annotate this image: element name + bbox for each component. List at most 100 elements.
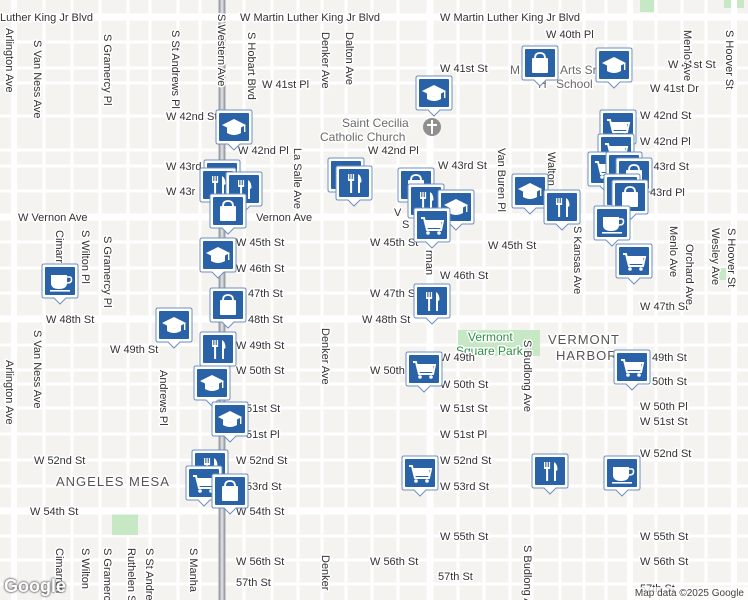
street-label: S Gramercy Pl bbox=[101, 34, 113, 106]
street-label: S Wilton bbox=[79, 548, 91, 589]
marker-pin bbox=[335, 165, 373, 207]
street-label: Vernon Ave bbox=[256, 212, 312, 224]
park-area bbox=[112, 513, 138, 535]
street-label: S Manha bbox=[187, 548, 199, 593]
street-label: W 40th Pl bbox=[546, 29, 594, 41]
cafe-marker[interactable] bbox=[603, 455, 641, 497]
restaurant-marker[interactable] bbox=[413, 283, 451, 325]
shopping-marker[interactable] bbox=[209, 193, 247, 235]
school-marker[interactable] bbox=[199, 237, 237, 279]
street-label: 53rd St bbox=[246, 481, 281, 493]
street-label: W 48th St bbox=[362, 314, 410, 326]
school-marker[interactable] bbox=[595, 47, 633, 89]
street-label: W 42nd Pl bbox=[368, 145, 419, 157]
poi-label-catholic-church[interactable]: Catholic Church bbox=[319, 129, 407, 146]
school-marker[interactable] bbox=[415, 75, 453, 117]
street-label: W 55th St bbox=[440, 531, 488, 543]
poi-label-arts-school[interactable]: Arts Sr bbox=[559, 62, 599, 79]
street-label: 51st St bbox=[246, 403, 280, 415]
street-label: W 45th St bbox=[488, 240, 536, 252]
area-label-angeles-mesa: ANGELES MESA bbox=[56, 474, 170, 489]
street-label: Andrews Pl bbox=[157, 370, 169, 426]
street-label: S Kansas Ave bbox=[571, 226, 583, 294]
poi-label-school[interactable]: School bbox=[555, 76, 595, 93]
street-label: W 47th St bbox=[640, 301, 688, 313]
shopping-marker[interactable] bbox=[209, 287, 247, 329]
street-label: W 48th St bbox=[46, 314, 94, 326]
restaurant-marker[interactable] bbox=[531, 453, 569, 495]
school-marker[interactable] bbox=[155, 307, 193, 349]
street-label: La Salle Ave bbox=[291, 148, 303, 209]
street-label: S Wilton Pl bbox=[79, 230, 91, 284]
street-label: Ruthelen St bbox=[125, 548, 137, 600]
saint-cecilia-church-pin[interactable] bbox=[423, 118, 441, 136]
street-label: Arlington Ave bbox=[3, 28, 15, 93]
street-label: S Budlong Ave bbox=[521, 545, 533, 600]
street-label: Orchard Ave bbox=[683, 244, 695, 305]
grocery-marker[interactable] bbox=[401, 455, 439, 497]
street-label: 57th St bbox=[438, 571, 473, 583]
restaurant-marker[interactable] bbox=[543, 189, 581, 231]
restaurant-marker[interactable] bbox=[335, 165, 373, 207]
street-label: Menlo Ave bbox=[681, 30, 693, 81]
street-label: W 52nd St bbox=[640, 448, 691, 460]
school-marker[interactable] bbox=[215, 109, 253, 151]
street-label: W 53rd St bbox=[440, 481, 489, 493]
street-label: 57th St bbox=[236, 577, 271, 589]
street-label: W Vernon Ave bbox=[18, 212, 88, 224]
grocery-marker[interactable] bbox=[413, 207, 451, 249]
street-label: Arlington Ave bbox=[3, 360, 15, 425]
street-label: S St Andrews Pl bbox=[169, 30, 181, 109]
area-label-harbor: HARBOR bbox=[556, 348, 618, 363]
shopping-marker[interactable] bbox=[211, 473, 249, 515]
street-label: 48th St bbox=[248, 314, 283, 326]
street-label: W 51st Pl bbox=[440, 429, 487, 441]
street-label: Denker bbox=[319, 555, 331, 591]
poi-label-saint-cecilia[interactable]: Saint Cecilia bbox=[341, 115, 411, 132]
vertical-street-labels: Arlington Ave Arlington Ave S Van Ness A… bbox=[2, 13, 739, 600]
poi-label-arts-school-m[interactable]: M bbox=[509, 62, 522, 79]
google-logo[interactable]: Google bbox=[4, 576, 66, 596]
school-marker[interactable] bbox=[193, 365, 231, 407]
cafe-marker[interactable] bbox=[593, 205, 631, 247]
street-label: W 42nd St bbox=[640, 110, 691, 122]
street-label: V bbox=[394, 207, 402, 219]
street-label: Denker Ave bbox=[319, 328, 331, 385]
street-label: W 46th St bbox=[236, 263, 284, 275]
street-label: W 41st St bbox=[668, 59, 716, 71]
street-label: W 52nd St bbox=[440, 455, 491, 467]
street-label: W 42nd St bbox=[166, 111, 217, 123]
park-area bbox=[640, 0, 654, 12]
street-label: 47th St bbox=[248, 288, 283, 300]
street-label: Denker Ave bbox=[319, 32, 331, 89]
school-marker[interactable] bbox=[511, 173, 549, 215]
grocery-marker[interactable] bbox=[613, 349, 651, 391]
map-copyright[interactable]: Map data ©2025 Google bbox=[630, 587, 748, 600]
street-label: 49th St bbox=[652, 352, 687, 364]
poi-label-vermont[interactable]: Vermont bbox=[467, 329, 515, 346]
street-label: Van Buren Pl bbox=[495, 148, 507, 212]
street-label: W 49th bbox=[440, 352, 475, 364]
street-label: Dalton Ave bbox=[343, 32, 355, 85]
street-label: W 42nd Pl bbox=[640, 136, 691, 148]
street-label: W 42nd Pl bbox=[238, 145, 289, 157]
street-label: W 49th St bbox=[110, 344, 158, 356]
street-label: S Van Ness Ave bbox=[31, 330, 43, 408]
shopping-marker[interactable] bbox=[521, 45, 559, 87]
marker-pin bbox=[543, 189, 581, 231]
school-marker[interactable] bbox=[211, 401, 249, 443]
cafe-marker[interactable] bbox=[41, 263, 79, 305]
street-label: W 56th St bbox=[236, 556, 284, 568]
grocery-marker[interactable] bbox=[405, 351, 443, 393]
street-label: W 45th St bbox=[236, 237, 284, 249]
street-label: W 49th St bbox=[236, 340, 284, 352]
street-label: S St Andrew bbox=[143, 548, 155, 600]
street-label: S Western Ave bbox=[215, 14, 227, 86]
street-label: W 43r bbox=[166, 186, 196, 198]
street-label: W 51st St bbox=[640, 416, 688, 428]
street-label: S Hoover St bbox=[723, 30, 735, 89]
poi-label-square-park[interactable]: Square Park bbox=[455, 343, 526, 360]
street-label: S Van Ness Ave bbox=[31, 40, 43, 118]
grocery-marker[interactable] bbox=[615, 243, 653, 285]
